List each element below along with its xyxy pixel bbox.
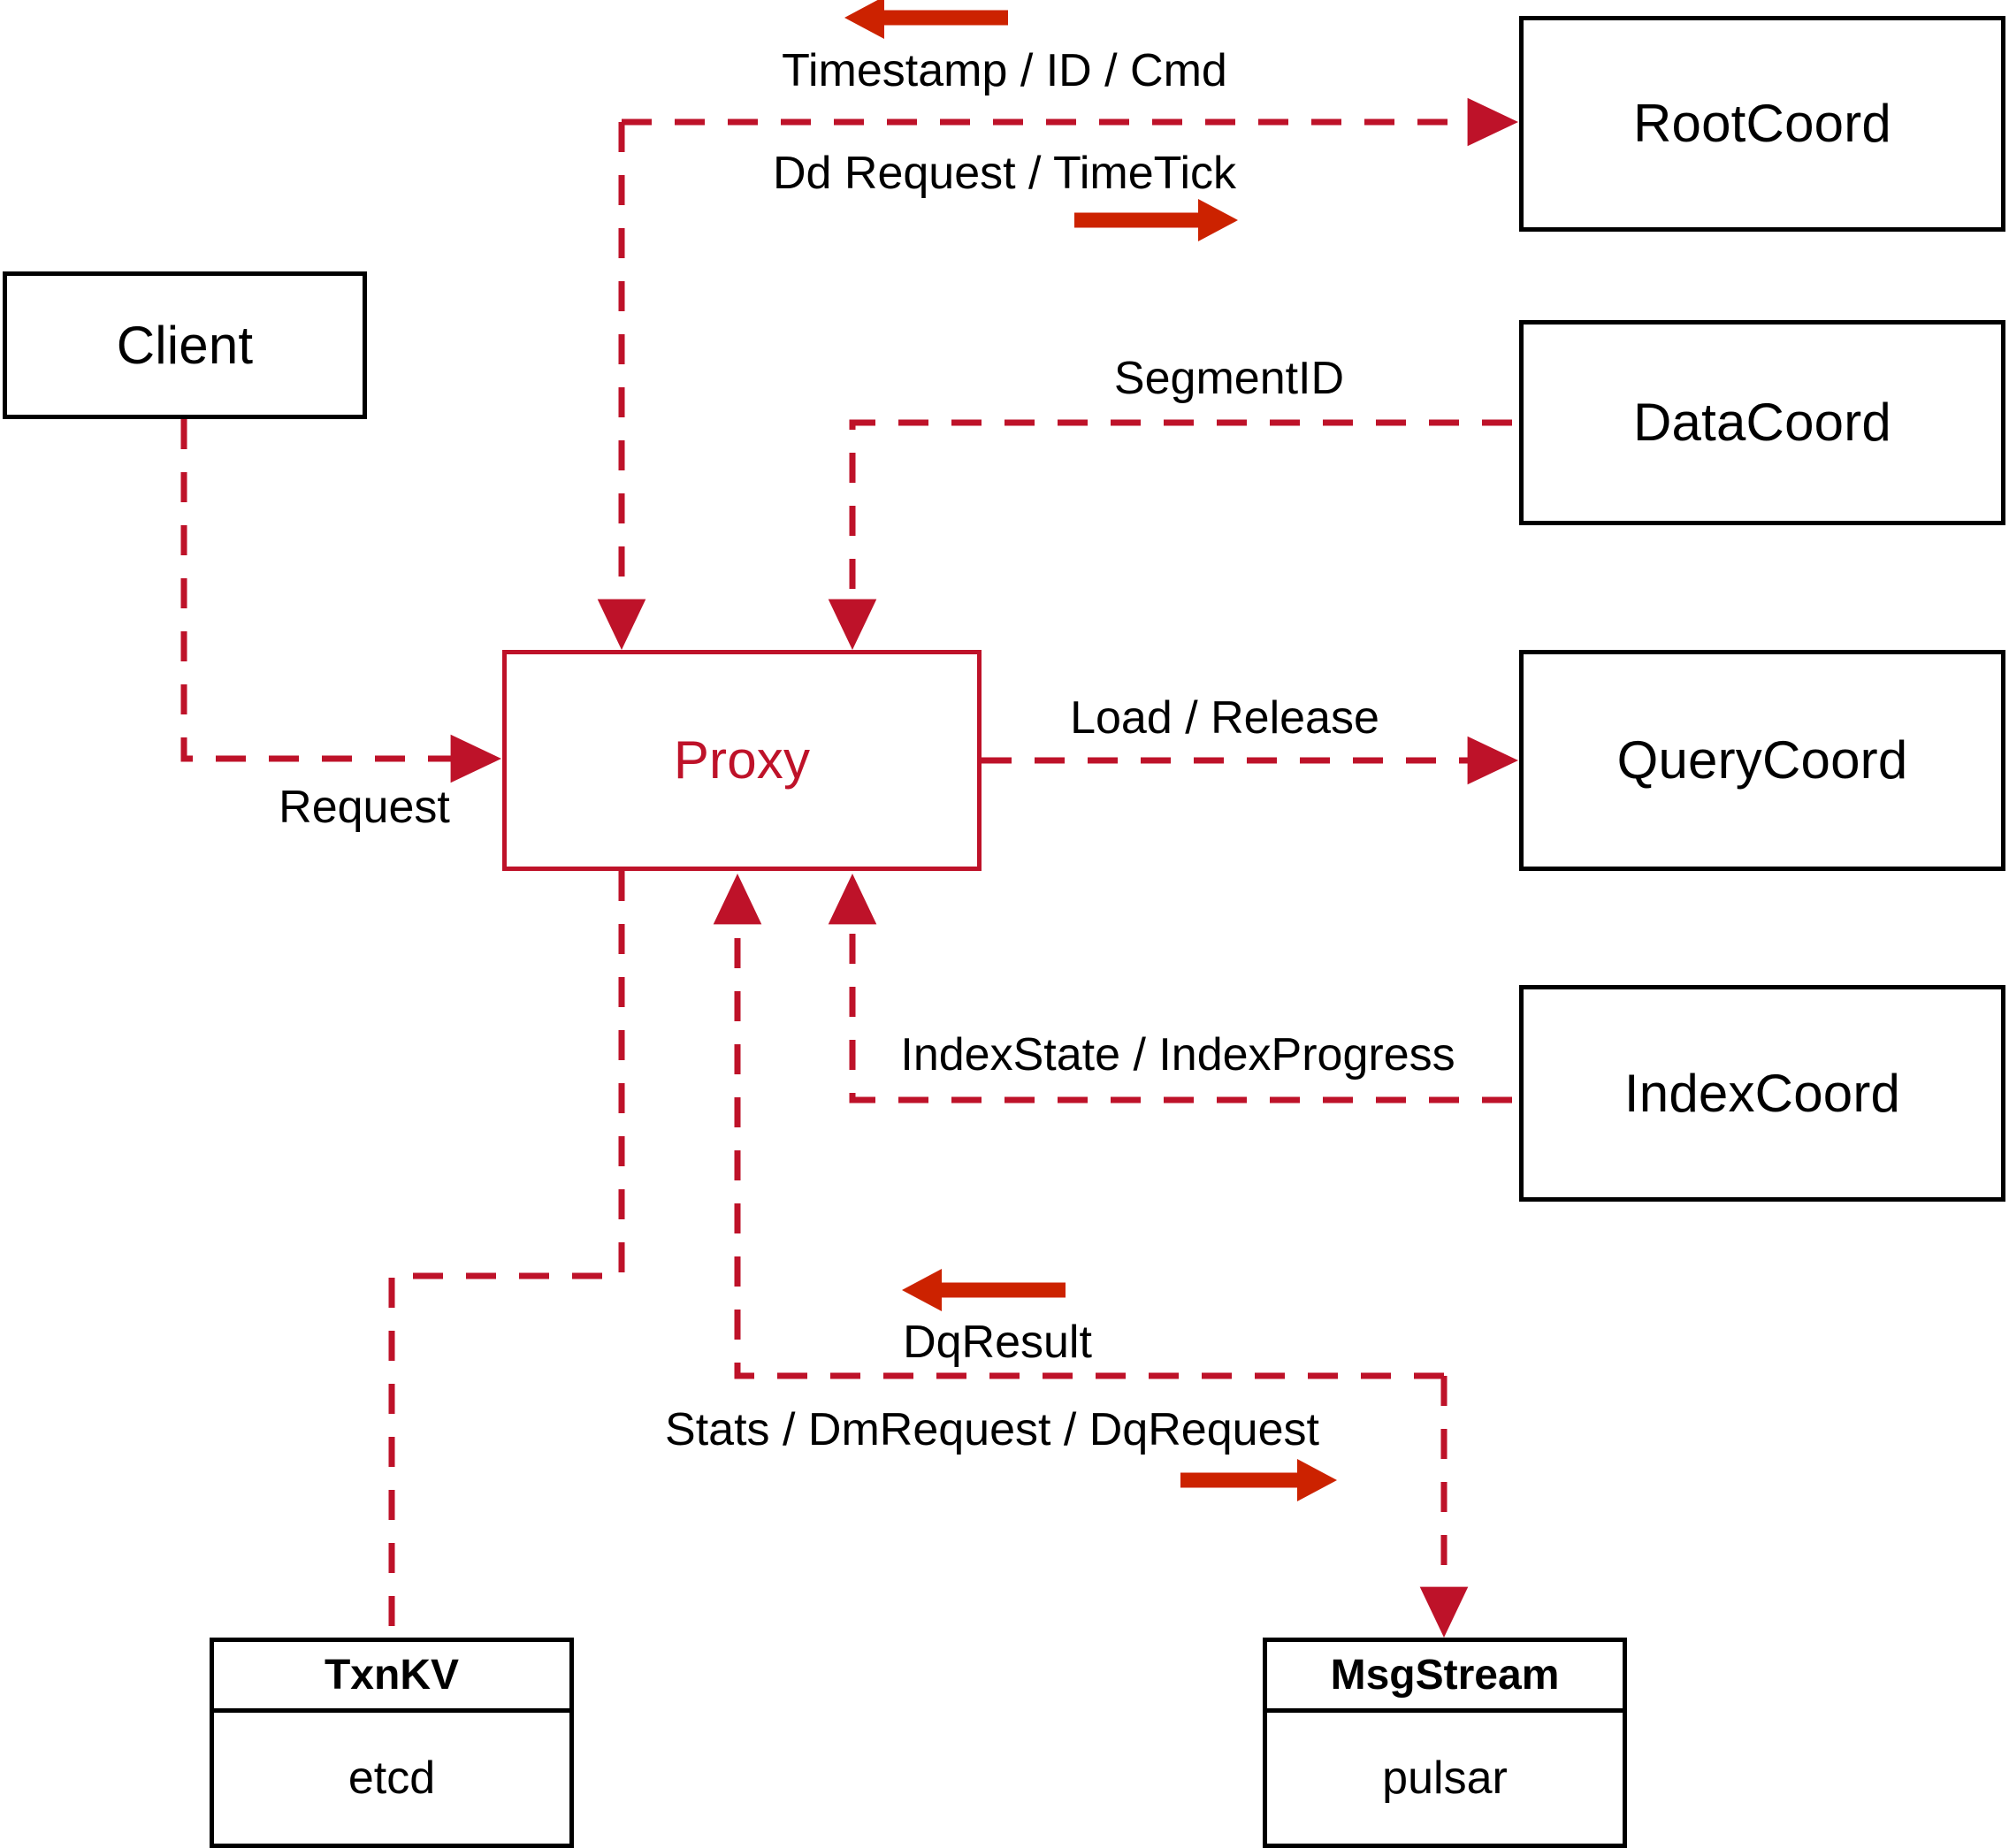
node-msgstream-header: MsgStream (1267, 1642, 1623, 1713)
node-query-coord-label: QueryCoord (1616, 730, 1908, 790)
node-query-coord[interactable]: QueryCoord (1519, 650, 2005, 871)
node-root-coord-label: RootCoord (1633, 94, 1891, 153)
node-msgstream[interactable]: MsgStream pulsar (1263, 1638, 1627, 1848)
edge-label-dq-result: DqResult (903, 1317, 1092, 1368)
node-client[interactable]: Client (3, 271, 367, 419)
edge-request (180, 419, 502, 783)
edge-dq-result (713, 873, 1444, 1379)
node-msgstream-header-label: MsgStream (1330, 1651, 1560, 1699)
node-index-coord[interactable]: IndexCoord (1519, 985, 2005, 1202)
edge-label-stats-dm-dq-request: Stats / DmRequest / DqRequest (665, 1404, 1319, 1455)
node-data-coord[interactable]: DataCoord (1519, 320, 2005, 525)
direction-arrow-dd-request (1074, 199, 1238, 241)
direction-arrow-stats-request (1180, 1459, 1337, 1501)
node-txnkv-header: TxnKV (214, 1642, 569, 1713)
edge-label-request: Request (279, 782, 450, 833)
node-msgstream-body: pulsar (1267, 1713, 1623, 1844)
node-data-coord-label: DataCoord (1633, 393, 1891, 452)
node-txnkv-header-label: TxnKV (324, 1651, 459, 1699)
node-proxy[interactable]: Proxy (502, 650, 982, 871)
direction-arrow-dq-result (902, 1269, 1066, 1311)
node-txnkv-body: etcd (214, 1713, 569, 1844)
edge-label-dd-request-timetick: Dd Request / TimeTick (772, 148, 1237, 199)
node-proxy-label: Proxy (673, 730, 811, 790)
node-client-label: Client (116, 315, 254, 375)
node-index-coord-label: IndexCoord (1623, 1063, 1901, 1123)
node-txnkv[interactable]: TxnKV etcd (210, 1638, 574, 1848)
node-root-coord[interactable]: RootCoord (1519, 16, 2005, 232)
node-msgstream-body-label: pulsar (1382, 1753, 1508, 1804)
node-txnkv-body-label: etcd (348, 1753, 436, 1804)
edge-proxy-txnkv (388, 871, 625, 1638)
edge-label-load-release: Load / Release (1070, 692, 1379, 744)
edge-segment-id (828, 419, 1512, 651)
direction-arrow-timestamp (844, 0, 1008, 39)
edge-label-segment-id: SegmentID (1113, 353, 1345, 404)
edge-label-index-state-progress: IndexState / IndexProgress (900, 1029, 1455, 1081)
edge-label-timestamp-id-cmd: Timestamp / ID / Cmd (782, 45, 1227, 96)
